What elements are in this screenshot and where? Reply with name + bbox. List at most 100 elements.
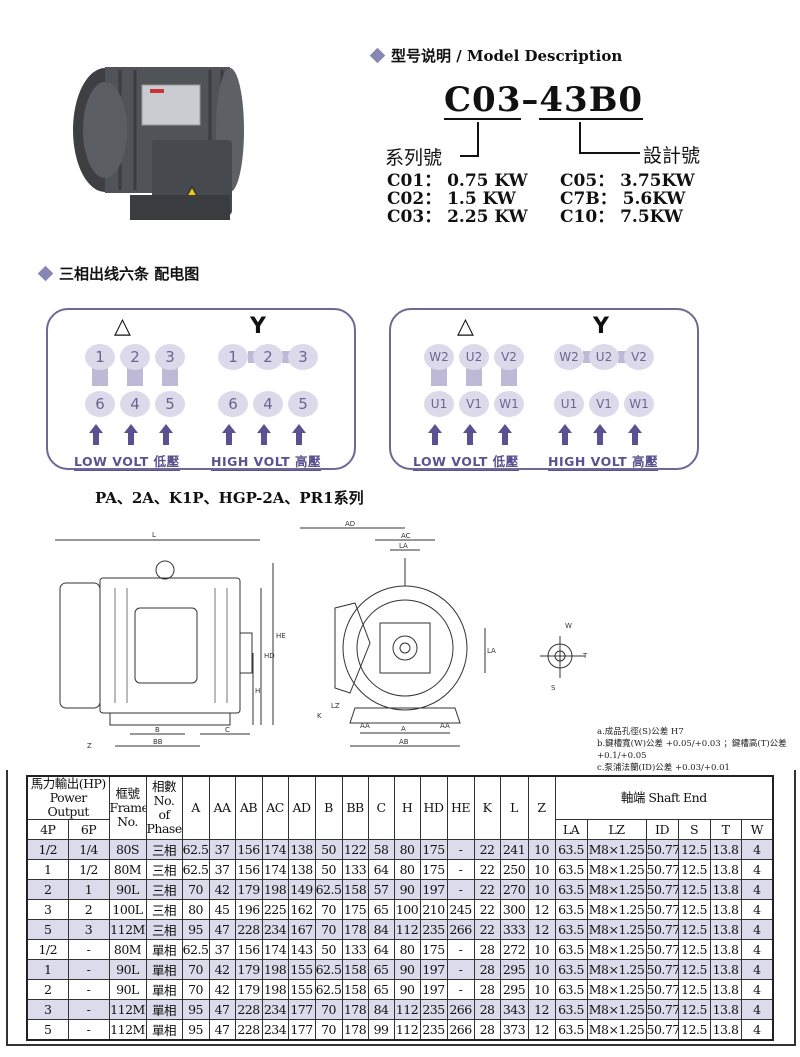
low-volt-label: LOW VOLT 低壓 [74,451,180,471]
terminal: V2 [494,344,524,370]
table-cell: 22 [473,919,501,940]
table-cell: 197 [419,959,448,980]
table-cell: - [67,1019,110,1041]
table-cell: 90 [393,959,421,980]
table-cell: 10 [527,959,556,980]
note-flange-tolerance: c.泵浦法蘭(ID)公差 +0.03/+0.01 [597,763,730,773]
power-code-c03: C03： 2.25 KW [387,207,528,227]
table-cell: 3 [26,899,69,920]
model-code-design: 43B0 [539,80,644,120]
svg-text:HD: HD [264,652,275,660]
table-cell: 179 [234,879,263,900]
table-cell: 122 [341,839,369,860]
table-cell: 177 [287,999,316,1020]
jumper [282,351,292,363]
table-cell: 95 [181,1019,210,1041]
terminal: 4 [253,391,283,417]
delta-symbol: △ [114,314,131,339]
power-list-left: C01： 0.75 KW C02： 1.5 KW C03： 2.25 KW [387,172,528,226]
table-cell: 13.8 [709,859,742,880]
svg-text:T: T [582,652,588,660]
table-cell: 80M [108,939,147,960]
svg-text:W: W [565,622,572,630]
table-cell: 4 [740,859,774,880]
table-cell: 三相 [145,879,183,900]
table-cell: 234 [261,919,289,940]
table-cell: 174 [261,859,289,880]
arrow-up-icons [89,424,306,445]
table-cell: 12.5 [677,959,711,980]
table-cell: 4 [740,959,774,980]
terminal: 3 [155,344,185,370]
table-cell: 90L [108,979,147,1000]
terminal: 6 [218,391,248,417]
table-cell: 4 [740,899,774,920]
header-4p: 4P [26,819,69,840]
table-cell: 90 [393,879,421,900]
table-cell: 333 [499,919,529,940]
table-cell: 1 [67,879,110,900]
table-cell: 65 [367,899,395,920]
table-cell: 63.5 [554,859,588,880]
table-cell: 63.5 [554,879,588,900]
header-he: HE [446,775,475,840]
table-cell: 80 [393,939,421,960]
power-code-c02: C02： 1.5 KW [387,189,516,209]
header-z: Z [527,775,556,840]
table-cell: 64 [367,859,395,880]
table-cell: 179 [234,959,263,980]
model-code-leader-lines [460,122,640,157]
terminal: 4 [120,391,150,417]
table-cell: 70 [314,899,343,920]
note-keyway-tolerance: b.鍵槽寬(W)公差 +0.05/+0.03 ；鍵槽高(T)公差 +0.1/+0… [597,739,787,761]
table-cell: 13.8 [709,959,742,980]
table-cell: 175 [419,859,448,880]
table-cell: 175 [419,939,448,960]
table-cell: 13.8 [709,879,742,900]
terminal: V2 [624,344,654,370]
tolerance-notes: a.成品孔徑(S)公差 H7 b.鍵槽寬(W)公差 +0.05/+0.03 ；鍵… [597,726,800,774]
table-cell: 62.5 [314,979,343,1000]
table-cell: 62.5 [181,939,210,960]
table-cell: 12.5 [677,919,711,940]
wye-symbol: Y [250,314,266,339]
table-cell: 90L [108,959,147,980]
svg-text:Z: Z [87,742,92,750]
terminal: 2 [120,344,150,370]
design-number-label: 設計號 [643,145,701,167]
svg-text:LA: LA [487,647,496,655]
table-cell: 63.5 [554,959,588,980]
model-code-dash: – [521,80,540,120]
table-cell: 45 [208,899,236,920]
table-cell: 10 [527,879,556,900]
table-cell: 63.5 [554,919,588,940]
delta-symbol: △ [457,314,474,339]
table-cell: 4 [740,839,774,860]
svg-text:H: H [255,687,260,695]
table-cell: M8×1.25 [586,959,647,980]
power-code-c7b: C7B： 5.6KW [560,189,686,209]
table-cell: 50.77 [645,879,679,900]
table-cell: 65 [367,979,395,1000]
table-cell: 245 [446,899,475,920]
model-code-series: C03 [444,80,522,120]
table-cell: M8×1.25 [586,939,647,960]
table-cell: - [67,959,110,980]
table-cell: 50.77 [645,979,679,1000]
table-cell: 1/2 [67,859,110,880]
terminal: U1 [424,391,454,417]
table-cell: 12 [527,1019,556,1041]
table-cell: 1/4 [67,839,110,860]
table-cell: 13.8 [709,939,742,960]
table-cell: 22 [473,899,501,920]
table-cell: 295 [499,979,529,1000]
table-cell: 62.5 [314,959,343,980]
dimension-drawing: L HE HD H B BB C Z AD AC LA LA A AB AA A… [55,520,588,750]
table-cell: 167 [287,919,316,940]
table-cell: 175 [419,839,448,860]
table-cell: 58 [367,839,395,860]
table-cell: 42 [208,979,236,1000]
table-cell: 158 [341,979,369,1000]
